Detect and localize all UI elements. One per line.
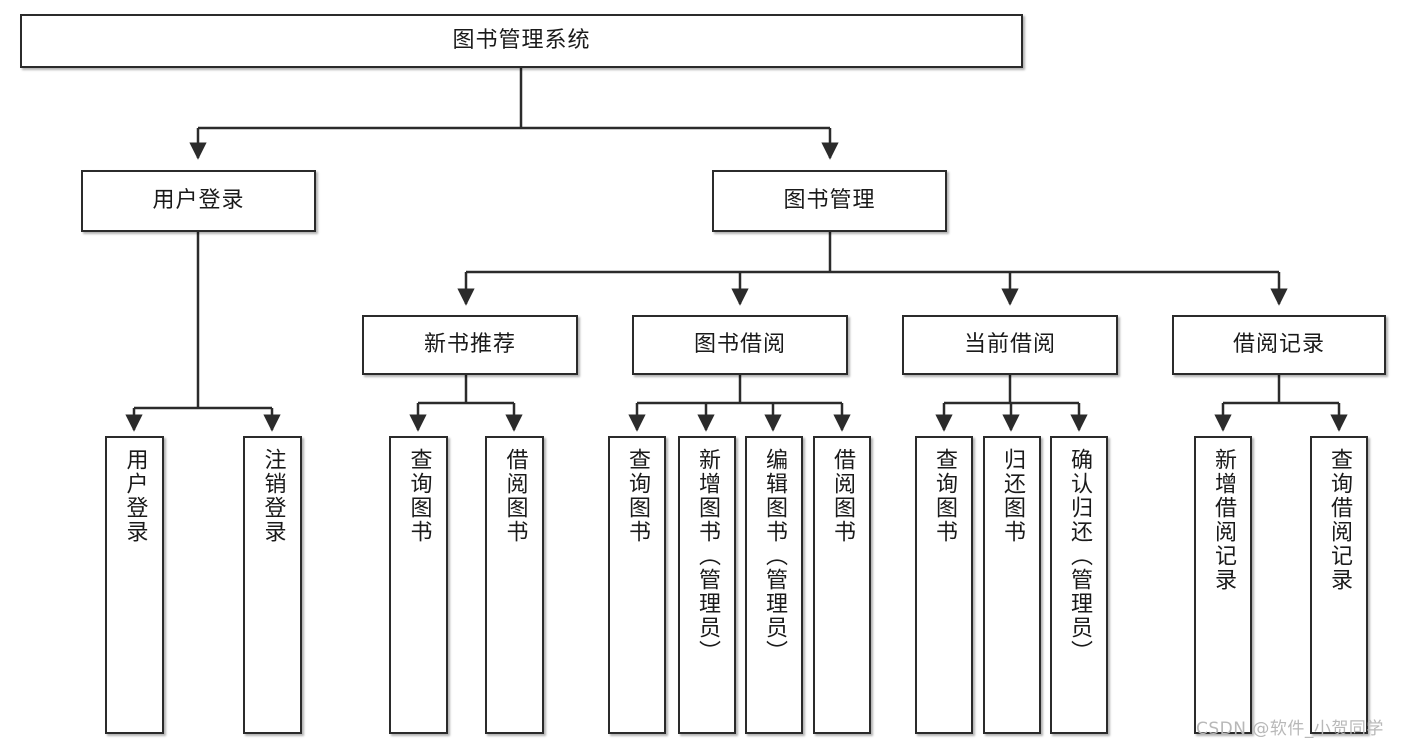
node-leaf-logout-label: 注销登录 <box>260 448 286 544</box>
node-book-management[interactable]: 图书管理 <box>712 170 947 232</box>
node-leaf-newbook-query[interactable]: 查询图书 <box>389 436 448 734</box>
watermark: CSDN @软件_小贺同学 <box>1196 719 1384 739</box>
node-leaf-borrow-add[interactable]: 新增图书（管理员） <box>678 436 736 734</box>
node-current-borrow[interactable]: 当前借阅 <box>902 315 1118 375</box>
node-leaf-current-query-label: 查询图书 <box>932 448 957 544</box>
node-leaf-current-query[interactable]: 查询图书 <box>915 436 973 734</box>
node-borrow-record[interactable]: 借阅记录 <box>1172 315 1386 375</box>
node-leaf-borrow-add-label: 新增图书（管理员） <box>695 448 720 664</box>
node-leaf-newbook-borrow-label: 借阅图书 <box>502 448 528 544</box>
node-user-login-label: 用户登录 <box>152 187 245 213</box>
node-leaf-newbook-borrow[interactable]: 借阅图书 <box>485 436 544 734</box>
node-leaf-logout[interactable]: 注销登录 <box>243 436 302 734</box>
node-user-login[interactable]: 用户登录 <box>81 170 316 232</box>
node-root[interactable]: 图书管理系统 <box>20 14 1023 68</box>
node-book-borrow[interactable]: 图书借阅 <box>632 315 848 375</box>
node-book-management-label: 图书管理 <box>783 187 876 213</box>
node-leaf-borrow-edit[interactable]: 编辑图书（管理员） <box>745 436 803 734</box>
node-leaf-current-confirm-return-label: 确认归还（管理员） <box>1067 448 1092 664</box>
node-leaf-borrow-book-label: 借阅图书 <box>830 448 855 544</box>
node-book-borrow-label: 图书借阅 <box>693 331 786 357</box>
node-new-book-recommend-label: 新书推荐 <box>423 331 516 357</box>
node-leaf-current-return[interactable]: 归还图书 <box>983 436 1041 734</box>
node-new-book-recommend[interactable]: 新书推荐 <box>362 315 578 375</box>
node-borrow-record-label: 借阅记录 <box>1232 331 1325 357</box>
node-leaf-current-confirm-return[interactable]: 确认归还（管理员） <box>1050 436 1108 734</box>
node-leaf-borrow-edit-label: 编辑图书（管理员） <box>762 448 787 664</box>
node-leaf-record-query[interactable]: 查询借阅记录 <box>1310 436 1368 734</box>
node-leaf-user-login[interactable]: 用户登录 <box>105 436 164 734</box>
node-leaf-record-add[interactable]: 新增借阅记录 <box>1194 436 1252 734</box>
node-leaf-record-add-label: 新增借阅记录 <box>1211 448 1236 592</box>
node-leaf-newbook-query-label: 查询图书 <box>406 448 432 544</box>
node-leaf-borrow-book[interactable]: 借阅图书 <box>813 436 871 734</box>
node-leaf-current-return-label: 归还图书 <box>1000 448 1025 544</box>
node-leaf-borrow-query[interactable]: 查询图书 <box>608 436 666 734</box>
node-leaf-user-login-label: 用户登录 <box>122 448 148 544</box>
node-leaf-record-query-label: 查询借阅记录 <box>1327 448 1352 592</box>
node-current-borrow-label: 当前借阅 <box>963 331 1056 357</box>
node-root-label: 图书管理系统 <box>452 27 591 53</box>
node-leaf-borrow-query-label: 查询图书 <box>625 448 650 544</box>
